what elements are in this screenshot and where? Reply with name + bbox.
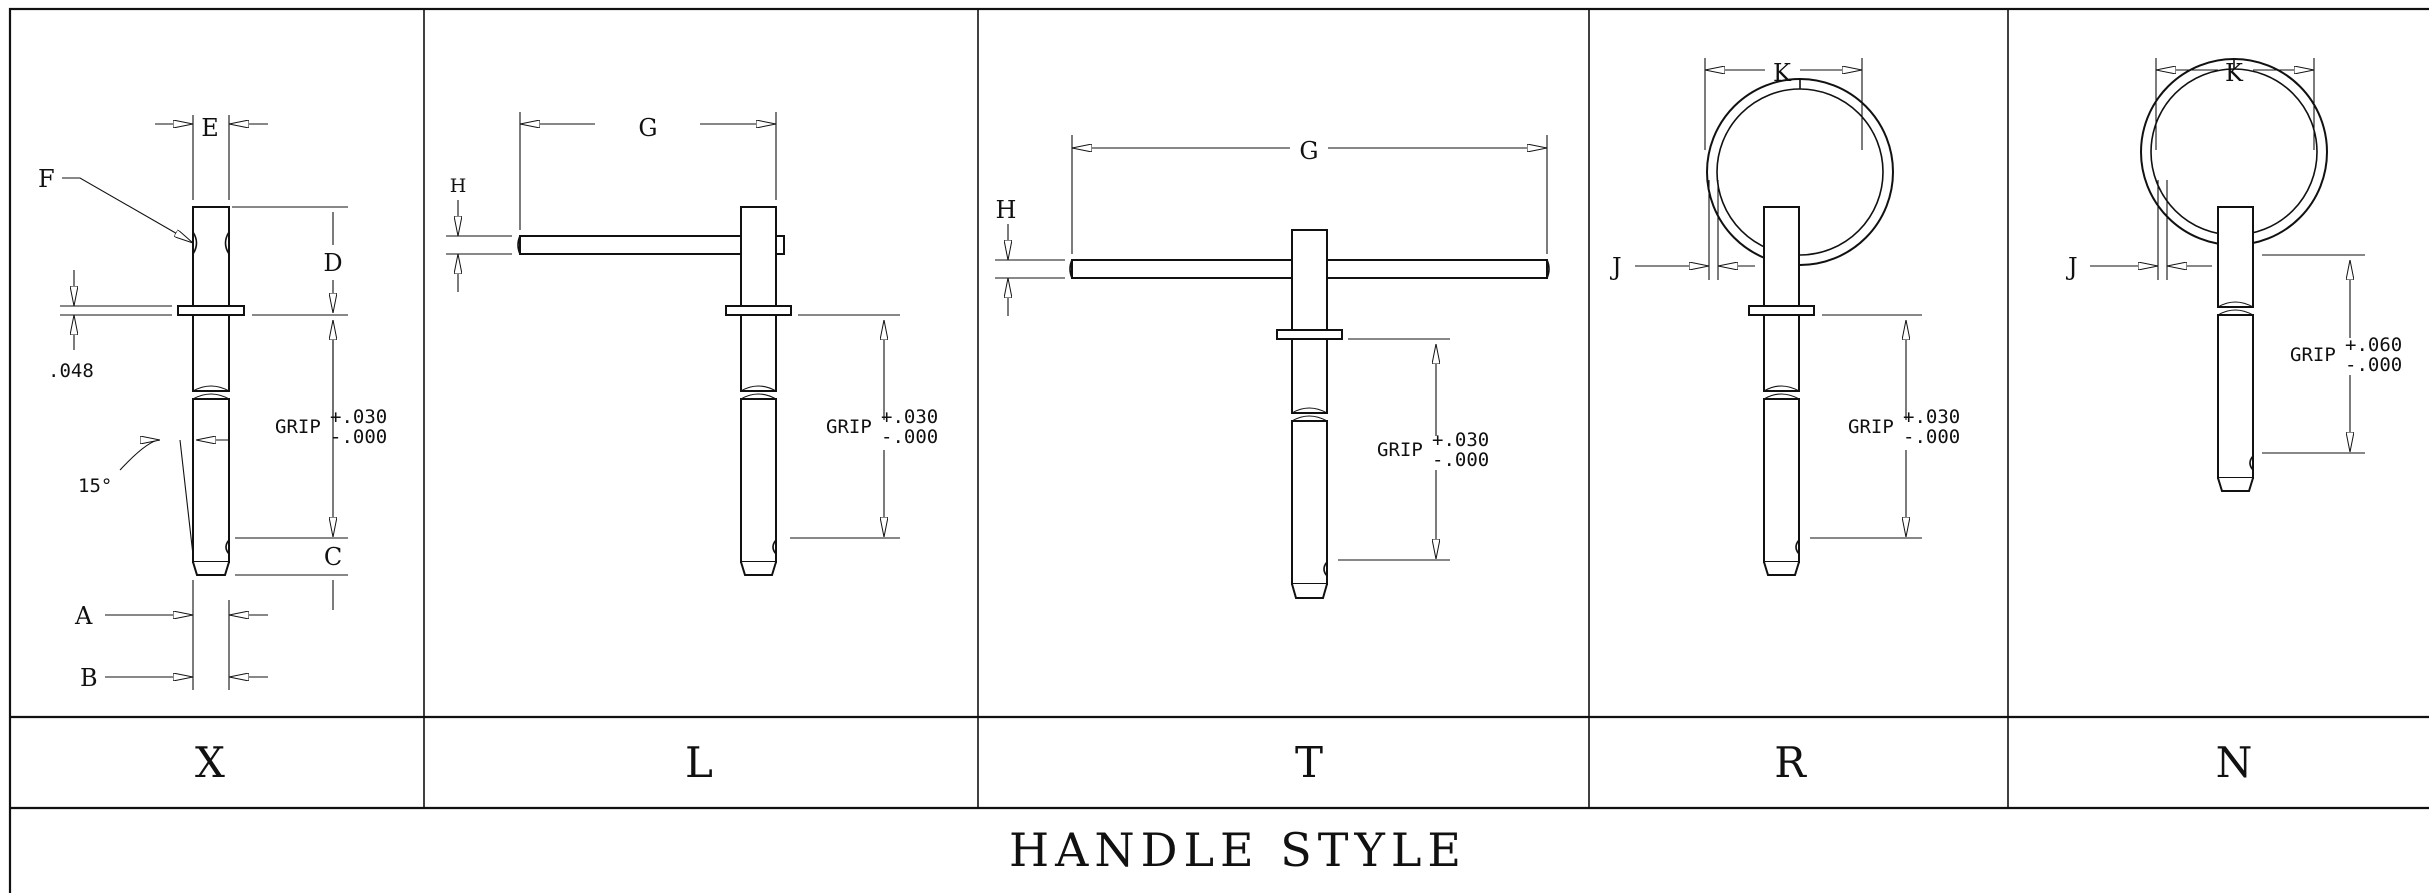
dim-label-j-r: J xyxy=(1609,253,1622,281)
grip-tol-plus-r: +.030 xyxy=(1903,406,1960,428)
grip-tol-minus-r: -.000 xyxy=(1903,426,1960,448)
grip-label-l: GRIP xyxy=(826,416,872,438)
pin-style-r xyxy=(1706,78,1894,576)
dim-label-a: A xyxy=(74,602,93,630)
style-code-r: R xyxy=(1774,738,1807,787)
dim-label-k-r: K xyxy=(1773,59,1792,87)
dim-label-f: F xyxy=(38,165,55,193)
dimensions-l: G H GRIP +.030 -.000 xyxy=(446,112,938,539)
grip-label-t: GRIP xyxy=(1377,439,1423,461)
dim-label-h-l: H xyxy=(450,175,467,197)
pin-style-x xyxy=(177,206,245,576)
grip-tol-minus-t: -.000 xyxy=(1432,449,1489,471)
dim-label-c: C xyxy=(324,543,342,571)
pin-style-l xyxy=(517,206,792,576)
dimensions-t: G H GRIP +.030 -.000 xyxy=(995,135,1548,561)
table-title: HANDLE STYLE xyxy=(1009,823,1467,877)
dim-label-d: D xyxy=(323,249,342,277)
grip-label-r: GRIP xyxy=(1848,416,1894,438)
collar-thickness-note: .048 xyxy=(48,360,94,382)
dim-label-b: B xyxy=(80,664,98,692)
dim-label-h-t: H xyxy=(996,196,1017,224)
dim-label-j-n: J xyxy=(2065,253,2078,281)
grip-tol-plus-x: +.030 xyxy=(330,406,387,428)
style-code-t: T xyxy=(1295,738,1323,787)
pin-style-n xyxy=(2140,58,2328,492)
dim-label-e: E xyxy=(201,114,219,142)
grip-tol-plus-t: +.030 xyxy=(1432,429,1489,451)
style-code-x: X xyxy=(195,738,225,787)
pin-style-t xyxy=(1069,229,1550,599)
dim-label-g-t: G xyxy=(1299,137,1318,165)
grip-label-x: GRIP xyxy=(275,416,321,438)
table-frame xyxy=(8,7,2429,893)
grip-tol-plus-n: +.060 xyxy=(2345,334,2402,356)
chamfer-angle-note: 15° xyxy=(78,475,112,497)
style-code-l: L xyxy=(685,738,713,787)
style-code-n: N xyxy=(2216,738,2253,787)
dimensions-n: K J GRIP +.060 -.000 xyxy=(2065,58,2402,454)
grip-tol-plus-l: +.030 xyxy=(881,406,938,428)
grip-tol-minus-x: -.000 xyxy=(330,426,387,448)
grip-tol-minus-n: -.000 xyxy=(2345,354,2402,376)
dimensions-x: E F D .048 GRIP +.030 -.000 C 15° xyxy=(38,114,387,692)
dim-label-g-l: G xyxy=(638,114,657,142)
dim-label-k-n: K xyxy=(2225,59,2244,87)
grip-label-n: GRIP xyxy=(2290,344,2336,366)
dimensions-r: K J GRIP +.030 -.000 xyxy=(1609,58,1960,539)
grip-tol-minus-l: -.000 xyxy=(881,426,938,448)
